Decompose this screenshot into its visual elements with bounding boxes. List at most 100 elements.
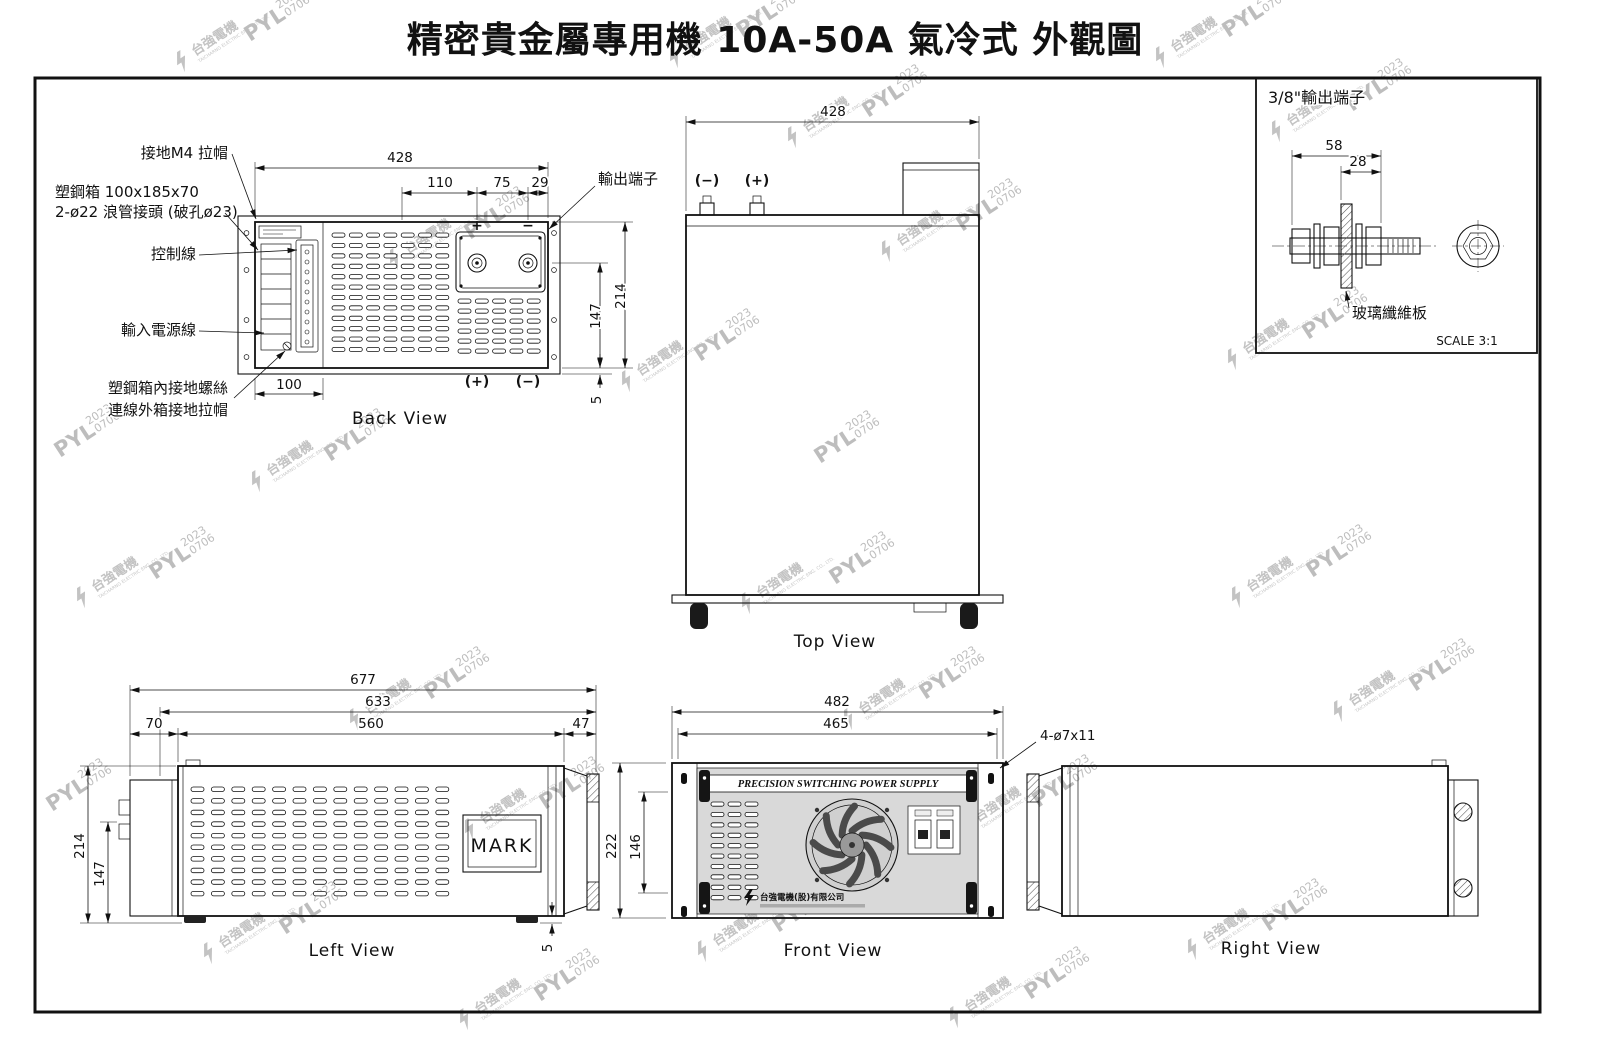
cable-gland-1 [118, 799, 131, 816]
model-label-plate [258, 225, 302, 239]
detail-view: 3/8"輸出端子 [1255, 77, 1538, 354]
dim-482: 482 [824, 694, 850, 710]
minus-sign: − [522, 218, 534, 234]
caption-right-view: Right View [1221, 939, 1322, 959]
caption-front-view: Front View [784, 941, 883, 961]
fiber-board-plate [1340, 203, 1353, 289]
label-ground-m4: 接地M4 拉帽 [141, 144, 228, 162]
left-vent-slots [190, 786, 450, 897]
plus-sign: + [471, 218, 483, 234]
maker-logo: 台強電機(股)有限公司 [744, 889, 865, 908]
drawing-frame [33, 76, 1542, 1014]
cooling-fan [805, 798, 899, 892]
foot-left [690, 603, 708, 629]
dim-214-left: 214 [72, 833, 88, 859]
top-view: (−) (+) 428 Top View [671, 102, 1004, 652]
watermark-pyl [913, 641, 989, 705]
front-bezel-edge [671, 594, 1004, 604]
cable-gland-2 [118, 823, 131, 840]
circuit-breaker [907, 805, 961, 855]
back-vent-slots-lower [457, 298, 541, 354]
watermark-pyl [1018, 941, 1094, 1005]
label-plastic-box: 塑鋼箱 100x185x70 [55, 183, 199, 201]
plus-label: (+) [465, 374, 490, 390]
watermark-pyl [1403, 633, 1479, 697]
top-minus-label: (−) [695, 173, 720, 189]
flange-screws [243, 230, 557, 360]
mark-label: MARK [470, 835, 533, 857]
right-view: Right View [1026, 759, 1479, 959]
minus-label: (−) [516, 374, 541, 390]
detail-scale: SCALE 3:1 [1436, 334, 1498, 348]
front-vent-slots [710, 801, 759, 901]
dim-110: 110 [427, 175, 453, 191]
maker-name: 台強電機(股)有限公司 [760, 892, 844, 903]
dim-465: 465 [823, 716, 849, 732]
foot [516, 916, 538, 923]
detail-title: 3/8"輸出端子 [1268, 88, 1365, 107]
plastic-box-side [129, 779, 179, 917]
mount-hole [681, 906, 687, 917]
dim-5: 5 [589, 396, 605, 405]
caption-back-view: Back View [352, 409, 448, 429]
watermark-pyl [808, 405, 884, 469]
dim-428-top: 428 [820, 104, 846, 120]
caption-left-view: Left View [309, 941, 396, 961]
watermark-pyl [40, 753, 116, 817]
top-plus-label: (+) [745, 173, 770, 189]
watermark-pyl [688, 303, 764, 367]
power-switch-top [913, 602, 947, 613]
watermark-pyl [238, 0, 314, 47]
dim-677: 677 [350, 672, 376, 688]
dim-29: 29 [531, 175, 548, 191]
watermark-pyl [1256, 873, 1332, 937]
mark-plate: MARK [462, 814, 542, 873]
lightning-icon [744, 889, 754, 906]
dim-100: 100 [276, 377, 302, 393]
output-terminal-panel [455, 231, 546, 293]
foot-right [960, 603, 978, 629]
watermark-logo [736, 541, 836, 618]
dim-214: 214 [613, 283, 629, 309]
mount-hole [681, 773, 687, 784]
label-ground-screw-2: 連線外箱接地拉帽 [108, 401, 228, 419]
control-connector [295, 239, 319, 353]
terminal-studs [699, 195, 765, 216]
dim-147: 147 [588, 303, 604, 329]
mount-hole [988, 773, 994, 784]
watermark-pyl [1216, 0, 1292, 43]
watermark-pyl [1300, 519, 1376, 583]
dim-70: 70 [145, 716, 162, 732]
cable-gland-1 [1453, 802, 1473, 822]
plastic-box-top [902, 162, 980, 216]
dim-428: 428 [387, 150, 413, 166]
back-vent-slots [331, 232, 450, 352]
front-view: PRECISION SWITCHING POWER SUPPLY [602, 692, 1097, 961]
panel-title-text: PRECISION SWITCHING POWER SUPPLY [738, 779, 940, 790]
left-view: MARK 677 633 560 70 47 214 [70, 670, 600, 961]
dim-75: 75 [493, 175, 510, 191]
watermark-pyl [458, 181, 534, 245]
watermark-pyl [273, 876, 349, 940]
input-terminal-block [260, 243, 292, 351]
label-conduit-connector: 2-ø22 浪管接頭 (破孔ø23) [55, 203, 238, 221]
dim-58: 58 [1325, 138, 1342, 154]
plastic-box-side [1447, 779, 1479, 917]
terminal-bolt [1289, 203, 1421, 289]
drawing-title: 精密貴金屬專用機 10A-50A 氣冷式 外觀圖 [407, 19, 1143, 61]
cable-gland-2 [1453, 878, 1473, 898]
dim-633: 633 [365, 694, 391, 710]
dim-47: 47 [572, 716, 589, 732]
label-fiber-board: 玻璃纖維板 [1352, 304, 1427, 322]
mount-hole [988, 906, 994, 917]
watermark-pyl [950, 173, 1026, 237]
label-mount-holes: 4-ø7x11 [1040, 728, 1095, 744]
watermark-pyl [823, 526, 899, 590]
watermark-pyl [418, 641, 494, 705]
label-output-terminal: 輸出端子 [598, 170, 658, 188]
caption-top-view: Top View [793, 632, 876, 652]
dim-222: 222 [604, 833, 620, 859]
watermark-pyl [143, 521, 219, 585]
label-input-power-wire: 輸入電源線 [121, 321, 196, 339]
